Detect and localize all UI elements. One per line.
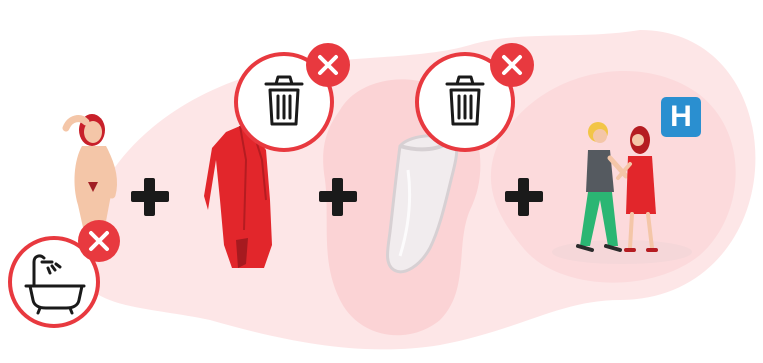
hospital-sign-icon: H — [661, 97, 701, 137]
trash-icon — [266, 77, 302, 124]
close-icon — [78, 220, 120, 262]
woman-figure-icon — [66, 114, 114, 232]
trash-icon — [447, 77, 483, 124]
close-icon — [490, 43, 534, 87]
close-icon — [306, 43, 350, 87]
